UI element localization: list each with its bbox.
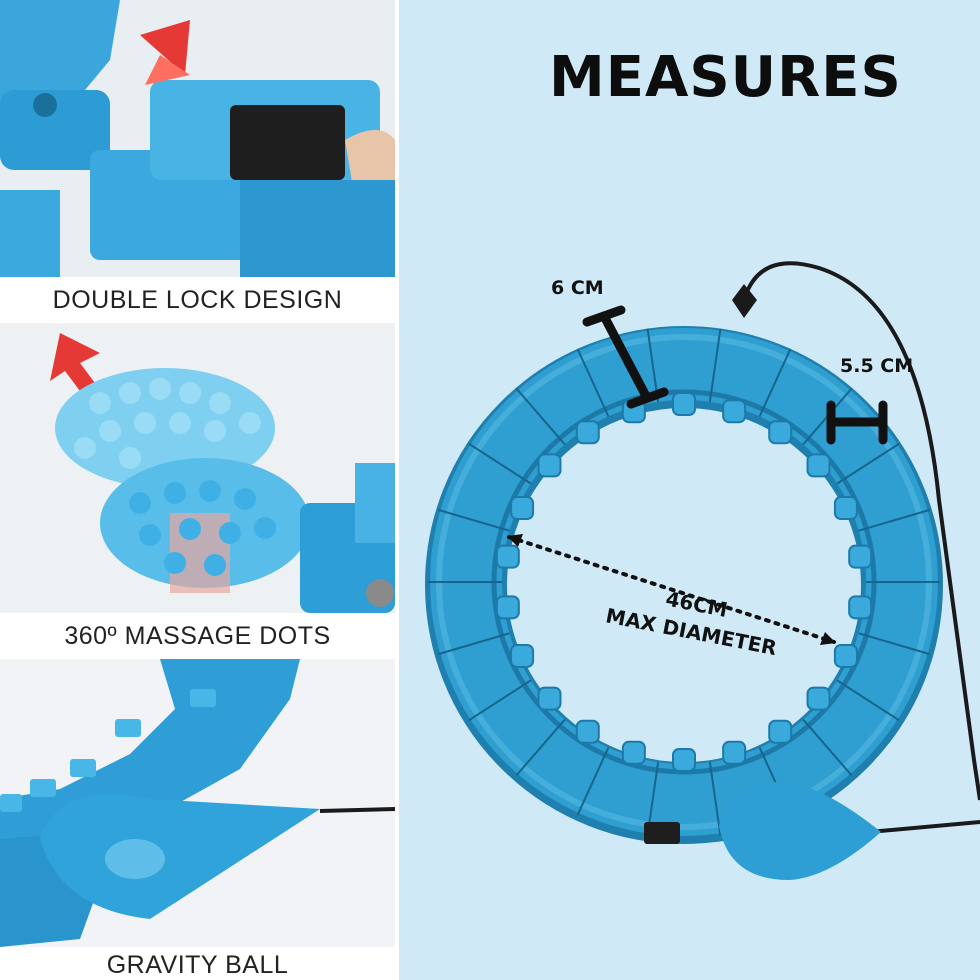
caption-gravity-ball: GRAVITY BALL — [0, 947, 395, 980]
massage-knob — [848, 595, 873, 620]
width-marker — [582, 305, 669, 409]
massage-knob — [537, 453, 562, 478]
hoop-segments — [428, 328, 940, 836]
hoop-segment-joint — [438, 632, 510, 656]
massage-knob — [510, 643, 535, 668]
massage-knob — [672, 748, 696, 772]
column-divider — [395, 0, 399, 980]
massage-knob — [806, 686, 831, 711]
hoop-illustration — [425, 261, 980, 880]
massage-knob — [537, 686, 562, 711]
gravity-ball — [719, 781, 881, 880]
massage-knob — [575, 719, 600, 744]
massage-knob — [510, 496, 535, 521]
hoop-segment-joint — [515, 718, 566, 777]
feature-column: DOUBLE LOCK DESIGN — [0, 0, 395, 980]
hoop-segment-joint — [468, 442, 532, 485]
gravity-ball-photo — [0, 659, 395, 947]
width-label: 6 CM — [551, 277, 604, 299]
massage-knob — [672, 392, 696, 416]
hoop-segment-joint — [438, 508, 510, 532]
measures-panel: MEASURES 6 CM 5.5 CM 46CM MAX DIAMETER — [399, 0, 980, 980]
massage-knobs — [495, 392, 873, 772]
hoop-segment-joint — [576, 747, 610, 816]
hoop-ring — [430, 328, 938, 836]
massage-knob — [722, 399, 747, 424]
hoop-segment-joint — [708, 328, 722, 402]
massage-knob — [722, 740, 747, 765]
hoop-segment-joint — [468, 679, 532, 722]
ball-cord — [868, 820, 980, 834]
caption-massage-dots: 360º MASSAGE DOTS — [0, 613, 395, 659]
rope-clip — [732, 284, 757, 318]
buckle — [644, 822, 680, 844]
hoop-segment-joint — [802, 718, 853, 777]
massage-dots-photo — [0, 323, 395, 613]
massage-knob — [495, 595, 520, 620]
rope-line — [742, 261, 980, 801]
hoop-segment-joint — [515, 387, 566, 446]
thickness-label: 5.5 CM — [840, 355, 914, 377]
hoop-segment-joint — [708, 762, 722, 836]
thickness-marker — [826, 400, 888, 445]
massage-knob — [768, 719, 793, 744]
massage-knob — [806, 453, 831, 478]
massage-knob — [495, 544, 520, 569]
measures-title: MEASURES — [549, 45, 902, 110]
hoop-segment-joint — [576, 348, 610, 417]
hoop-segment-joint — [836, 679, 900, 722]
massage-knob — [768, 420, 793, 445]
massage-knob — [848, 544, 873, 569]
massage-knob — [621, 740, 646, 765]
massage-knob — [833, 643, 858, 668]
massage-knob — [575, 420, 600, 445]
hoop-segment-joint — [758, 348, 792, 417]
hoop-segment-joint — [858, 508, 930, 532]
diameter-arrow — [507, 534, 836, 645]
hoop-segment-joint — [836, 442, 900, 485]
hoop-segment-joint — [858, 632, 930, 656]
hoop-segment-joint — [646, 328, 660, 402]
double-lock-photo — [0, 0, 395, 277]
caption-double-lock: DOUBLE LOCK DESIGN — [0, 277, 395, 323]
massage-knob — [833, 496, 858, 521]
